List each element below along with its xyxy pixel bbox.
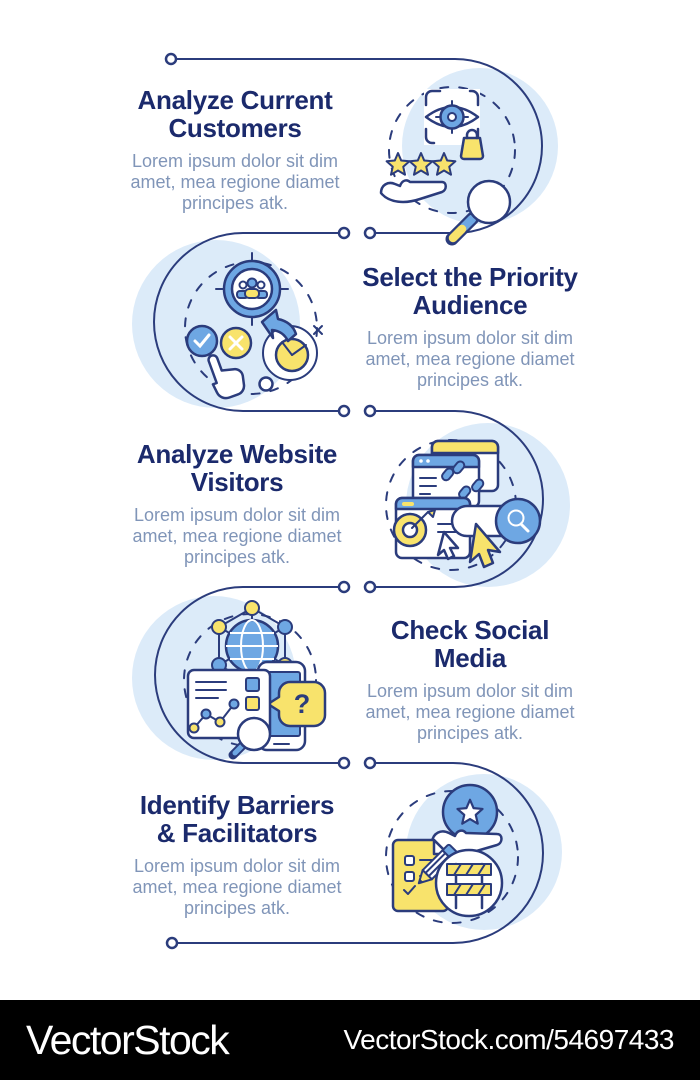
connector-swoosh-3 xyxy=(370,410,544,588)
step-3-title: Analyze Website Visitors xyxy=(98,440,376,496)
desc-line: Lorem ipsum dolor sit dim xyxy=(366,328,574,348)
desc-line: Lorem ipsum dolor sit dim xyxy=(133,505,341,525)
step-4-description: Lorem ipsum dolor sit dim amet, mea regi… xyxy=(328,681,612,744)
desc-line: principes atk. xyxy=(183,547,291,567)
connector-swoosh-1 xyxy=(171,58,543,234)
step-5-title: Identify Barriers & Facilitators xyxy=(98,791,376,847)
step-4: Check Social Media Lorem ipsum dolor sit… xyxy=(328,616,612,744)
title-line: & Facilitators xyxy=(156,818,318,848)
step-2-title: Select the Priority Audience xyxy=(328,263,612,319)
question-mark-glyph: ? xyxy=(294,689,311,719)
title-line: Analyze Website xyxy=(136,439,338,469)
desc-line: principes atk. xyxy=(181,193,289,213)
desc-line: principes atk. xyxy=(183,898,291,918)
desc-line: principes atk. xyxy=(416,370,524,390)
title-line: Identify Barriers xyxy=(139,790,335,820)
title-line: Select the Priority xyxy=(362,262,578,292)
step-1-description: Lorem ipsum dolor sit dim amet, mea regi… xyxy=(100,151,370,214)
connector-swoosh-5 xyxy=(172,762,544,944)
search-bar-cursor-icon xyxy=(450,497,542,569)
title-line: Visitors xyxy=(190,467,284,497)
connector-swoosh-2 xyxy=(153,232,344,412)
step-5: Identify Barriers & Facilitators Lorem i… xyxy=(98,791,376,919)
title-line: Analyze Current xyxy=(137,85,333,115)
desc-line: amet, mea regione diamet xyxy=(365,702,575,722)
desc-line: Lorem ipsum dolor sit dim xyxy=(131,151,339,171)
desc-line: principes atk. xyxy=(416,723,524,743)
step-3: Analyze Website Visitors Lorem ipsum dol… xyxy=(98,440,376,568)
audience-target-icon xyxy=(215,252,289,326)
approve-check-circle-icon xyxy=(185,324,219,358)
step-5-description: Lorem ipsum dolor sit dim amet, mea regi… xyxy=(98,856,376,919)
pointer-hand-icon xyxy=(207,354,246,400)
watermark-bar: VectorStock VectorStock.com/54697433 xyxy=(0,1000,700,1080)
connector-dots xyxy=(164,52,377,950)
desc-line: Lorem ipsum dolor sit dim xyxy=(366,681,574,701)
vectorstock-logo: VectorStock xyxy=(26,1016,230,1063)
title-line: Check Social xyxy=(390,615,550,645)
road-barrier-icon xyxy=(434,848,504,918)
website-target-dart-icon xyxy=(392,496,472,561)
shopping-bag-icon xyxy=(459,128,485,161)
browser-footprints-icon xyxy=(411,439,500,509)
analytics-report-magnifier-icon xyxy=(186,668,272,760)
magnifying-glass-icon xyxy=(445,179,512,246)
infographic-art: ? xyxy=(132,52,570,950)
vectorstock-url: VectorStock.com/54697433 xyxy=(343,1024,675,1055)
desc-line: amet, mea regione diamet xyxy=(132,526,342,546)
dart-goal-icon xyxy=(258,308,323,392)
step-1-title: Analyze Current Customers xyxy=(100,86,370,142)
desc-line: amet, mea regione diamet xyxy=(130,172,340,192)
title-line: Audience xyxy=(412,290,528,320)
step-2: Select the Priority Audience Lorem ipsum… xyxy=(328,263,612,391)
desc-line: Lorem ipsum dolor sit dim xyxy=(133,856,341,876)
reject-cross-circle-icon xyxy=(219,326,253,360)
checklist-pencil-icon xyxy=(391,838,459,913)
eye-target-scan-icon xyxy=(424,89,480,145)
step-4-title: Check Social Media xyxy=(328,616,612,672)
connector-swoosh-4 xyxy=(154,586,344,764)
step-3-description: Lorem ipsum dolor sit dim amet, mea regi… xyxy=(98,505,376,568)
title-line: Media xyxy=(433,643,507,673)
step-1: Analyze Current Customers Lorem ipsum do… xyxy=(100,86,370,214)
three-star-rating-hand-icon xyxy=(379,152,457,204)
desc-line: amet, mea regione diamet xyxy=(365,349,575,369)
step-2-description: Lorem ipsum dolor sit dim amet, mea regi… xyxy=(328,328,612,391)
desc-line: amet, mea regione diamet xyxy=(132,877,342,897)
dashed-ring-1 xyxy=(388,86,516,214)
title-line: Customers xyxy=(168,113,302,143)
